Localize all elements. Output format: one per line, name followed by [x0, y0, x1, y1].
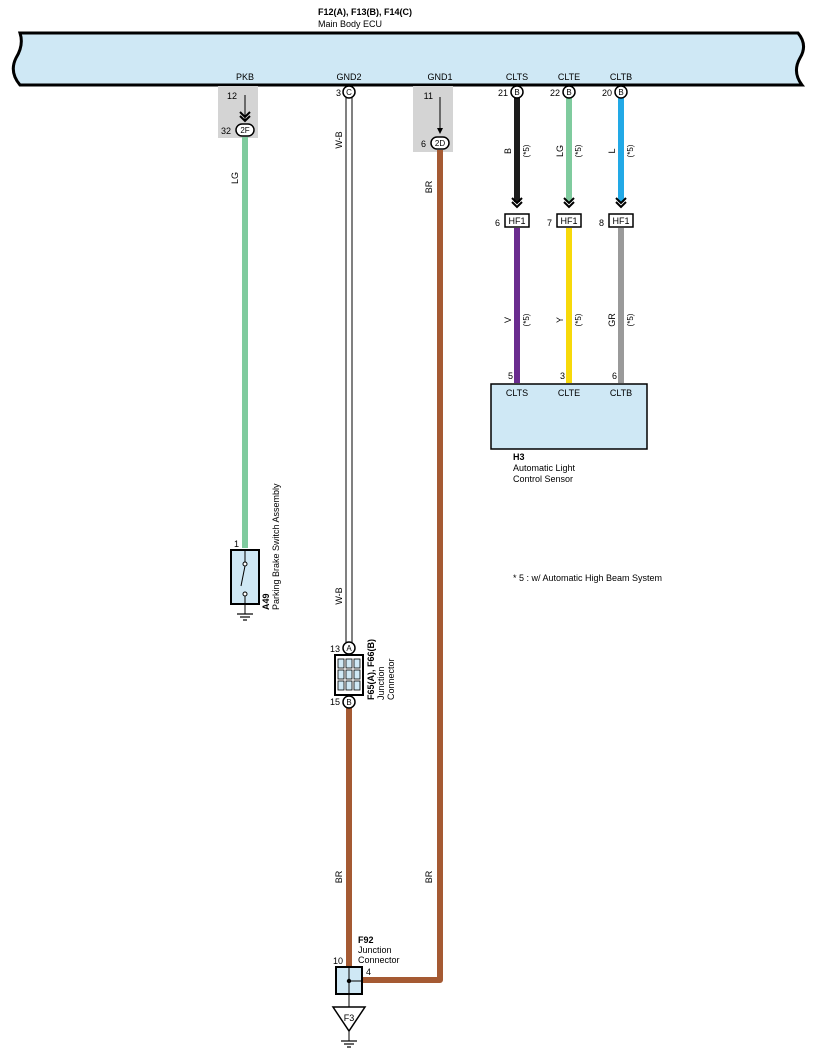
- hf1-label-cltb: HF1: [612, 216, 629, 226]
- wire-label-cltb-lower: GR: [607, 313, 617, 327]
- wire-note-cltb-lower: (*5): [626, 313, 635, 326]
- pin-num-gnd1: 11: [424, 91, 433, 101]
- wire-gnd1-br: [362, 150, 443, 983]
- junction1-pin-a-num: 13: [330, 644, 340, 654]
- pkb-arrow: [239, 104, 251, 122]
- sensor-code: H3: [513, 452, 525, 462]
- pin-num-clts: 21: [498, 88, 508, 98]
- pin-letter-cltb: B: [618, 88, 623, 97]
- wire-label-clte-upper: LG: [555, 145, 565, 157]
- sensor-name-2: Control Sensor: [513, 474, 573, 484]
- junction2-code: F92: [358, 935, 374, 945]
- hf1-connector-clte: [556, 213, 582, 228]
- wire-label-gnd1-lower: BR: [424, 870, 434, 883]
- ecu-pin-clte: CLTE: [558, 72, 580, 82]
- pin-letter-clte: B: [566, 88, 571, 97]
- hf1-connector-clts: [504, 213, 530, 228]
- pin-circle-gnd2: [342, 85, 356, 99]
- ecu-pin-gnd2: GND2: [336, 72, 361, 82]
- hf1-label-clte: HF1: [560, 216, 577, 226]
- pin-num-pkb: 12: [227, 91, 237, 101]
- ecu-pin-clts: CLTS: [506, 72, 528, 82]
- wire-note-clts-upper: (*5): [522, 144, 531, 157]
- pin-letter-clts: B: [514, 88, 519, 97]
- junction2-internal: [346, 967, 362, 994]
- wire-label-clts-upper: B: [503, 148, 513, 154]
- wire-note-cltb-upper: (*5): [626, 144, 635, 157]
- main-body-ecu: [11, 31, 806, 87]
- pin-letter-gnd2: C: [346, 88, 352, 97]
- wire-label-gnd2-upper: W-B: [334, 131, 344, 148]
- sensor-box: [490, 383, 648, 450]
- junction1-pin-b-letter: B: [346, 698, 351, 707]
- hf1-num-cltb: 8: [599, 218, 604, 228]
- sensor-pin-num-cltb: 6: [612, 371, 617, 381]
- junction1-box: [334, 654, 364, 696]
- hf1-num-clte: 7: [547, 218, 552, 228]
- gnd1-inline-connector: [430, 136, 450, 150]
- switch-code: A49: [261, 593, 271, 610]
- ecu-pin-pkb: PKB: [236, 72, 254, 82]
- note-text: * 5 : w/ Automatic High Beam System: [513, 573, 662, 583]
- switch-pin: 1: [234, 539, 239, 549]
- switch-ground-icon: [236, 603, 254, 621]
- sensor-pin-clte: CLTE: [558, 388, 580, 398]
- wire-note-clte-upper: (*5): [574, 144, 583, 157]
- sensor-name-1: Automatic Light: [513, 463, 576, 473]
- wire-note-clts-lower: (*5): [522, 313, 531, 326]
- ground-icon: [340, 1030, 358, 1048]
- switch-contact-icon: [240, 550, 248, 604]
- junction1-pin-a-letter: A: [346, 644, 352, 653]
- junction1-pin-b-circle: [342, 695, 356, 709]
- junction1-pin-b-num: 15: [330, 697, 340, 707]
- pin-num-gnd2: 3: [336, 88, 341, 98]
- junction2-pin-right: 4: [366, 967, 371, 977]
- gnd1-arrow: [437, 128, 443, 134]
- junction1-name-1: Junction: [376, 666, 386, 700]
- sensor-pin-num-clts: 5: [508, 371, 513, 381]
- wire-label-gnd1-upper: BR: [424, 180, 434, 193]
- pin-circle-clts: [510, 85, 524, 99]
- wire-label-pkb: LG: [230, 172, 240, 184]
- sensor-pin-clts: CLTS: [506, 388, 528, 398]
- switch-name: Parking Brake Switch Assembly: [271, 483, 281, 610]
- pkb-inline-num: 32: [221, 126, 231, 136]
- pin-num-cltb: 20: [602, 88, 612, 98]
- wire-label-clte-lower: Y: [555, 317, 565, 323]
- hf1-label-clts: HF1: [508, 216, 525, 226]
- junction2-pin-left: 10: [333, 956, 343, 966]
- gnd1-inline-num: 6: [421, 139, 426, 149]
- ground-point-f3: [331, 1006, 367, 1033]
- junction1-code: F65(A), F66(B): [366, 639, 376, 700]
- ground-point-label: F3: [344, 1013, 355, 1023]
- pin-circle-cltb: [614, 85, 628, 99]
- wire-label-gnd2-lower: W-B: [334, 587, 344, 604]
- ecu-connectors: F12(A), F13(B), F14(C): [318, 7, 412, 17]
- wire-label-cltb-upper: L: [607, 148, 617, 153]
- sensor-pin-num-clte: 3: [560, 371, 565, 381]
- ecu-pin-gnd1: GND1: [427, 72, 452, 82]
- hf1-connector-cltb: [608, 213, 634, 228]
- hf1-num-clts: 6: [495, 218, 500, 228]
- ecu-pin-cltb: CLTB: [610, 72, 632, 82]
- pin-circle-clte: [562, 85, 576, 99]
- wire-label-f65-f92: BR: [334, 870, 344, 883]
- pkb-inline-label: 2F: [240, 126, 249, 135]
- junction2-name-2: Connector: [358, 955, 400, 965]
- wire-label-clts-lower: V: [503, 317, 513, 323]
- sensor-pin-cltb: CLTB: [610, 388, 632, 398]
- pin-num-clte: 22: [550, 88, 560, 98]
- gnd1-inline-label: 2D: [435, 139, 445, 148]
- wire-note-clte-lower: (*5): [574, 313, 583, 326]
- pkb-inline-connector: [235, 123, 255, 137]
- junction1-name-2: Connector: [386, 658, 396, 700]
- ecu-name: Main Body ECU: [318, 19, 382, 29]
- junction2-name-1: Junction: [358, 945, 392, 955]
